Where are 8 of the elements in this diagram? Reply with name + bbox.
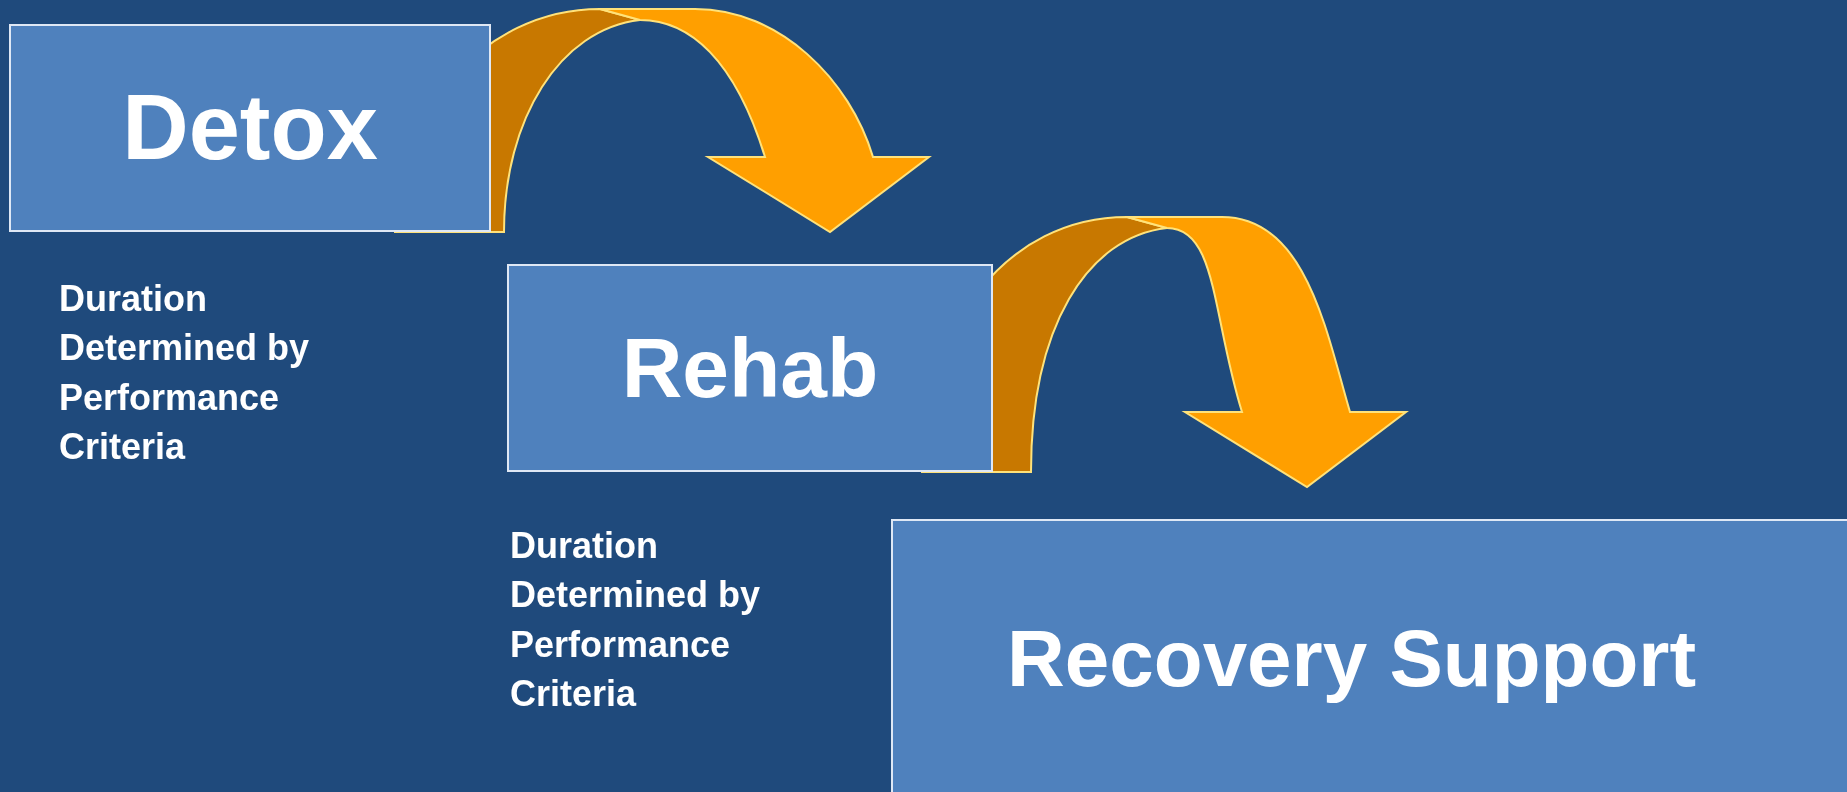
process-box [507,264,993,472]
process-box [891,519,1847,792]
process-box [9,24,491,232]
box-title: Rehab [621,321,879,415]
box-title: Recovery Support [1007,615,1697,703]
duration-note: Duration Determined by Performance Criteria [59,277,311,469]
box-title: Detox [122,77,378,179]
duration-note: Duration Determined by Performance Criteria [510,524,762,716]
